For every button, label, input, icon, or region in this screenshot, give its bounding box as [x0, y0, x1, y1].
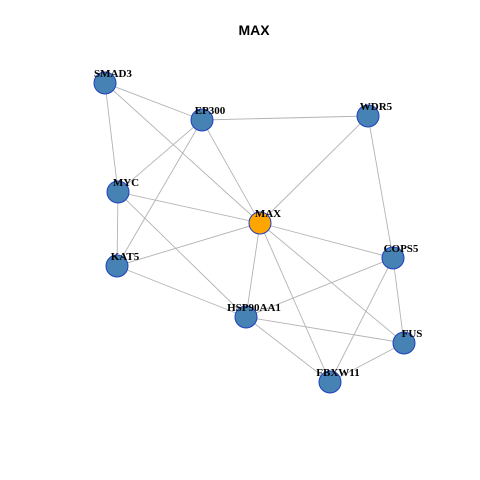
node-label-hsp90aa1: HSP90AA1 [227, 302, 281, 314]
edge-kat5-hsp90aa1 [116, 265, 247, 318]
edge-max-cops5 [259, 222, 394, 259]
node-fus[interactable] [392, 331, 416, 355]
edge-kat5-max [116, 222, 261, 267]
edge-ep300-max [201, 119, 261, 224]
node-label-smad3: SMAD3 [94, 68, 132, 80]
node-label-fbxw11: FBXW11 [316, 367, 359, 379]
edge-smad3-ep300 [104, 82, 203, 121]
edge-myc-hsp90aa1 [117, 191, 247, 318]
edge-myc-max [117, 191, 261, 224]
edge-hsp90aa1-fbxw11 [245, 316, 331, 383]
edge-ep300-kat5 [116, 119, 203, 267]
node-myc[interactable] [106, 180, 130, 204]
graph-title: MAX [238, 22, 270, 38]
edge-cops5-fbxw11 [329, 257, 394, 383]
edge-fus-fbxw11 [329, 342, 405, 383]
edge-hsp90aa1-fus [245, 316, 405, 344]
edge-ep300-wdr5 [201, 115, 369, 121]
node-wdr5[interactable] [356, 104, 380, 128]
edge-cops5-hsp90aa1 [245, 257, 394, 318]
node-label-kat5: KAT5 [111, 251, 140, 263]
node-label-fus: FUS [402, 328, 423, 340]
edge-wdr5-max [259, 115, 369, 224]
node-ep300[interactable] [190, 108, 214, 132]
node-label-max: MAX [255, 208, 281, 220]
node-label-cops5: COPS5 [384, 243, 419, 255]
edge-cops5-fus [392, 257, 405, 344]
node-kat5[interactable] [105, 254, 129, 278]
node-fbxw11[interactable] [318, 370, 342, 394]
node-smad3[interactable] [93, 71, 117, 95]
edge-max-hsp90aa1 [245, 222, 261, 318]
edge-layer [104, 82, 405, 383]
node-label-ep300: EP300 [195, 105, 226, 117]
node-hsp90aa1[interactable] [234, 305, 258, 329]
edge-smad3-myc [104, 82, 119, 193]
edge-wdr5-cops5 [367, 115, 394, 259]
node-cops5[interactable] [381, 246, 405, 270]
edge-myc-kat5 [116, 191, 119, 267]
edge-max-fbxw11 [259, 222, 331, 383]
node-label-myc: MYC [113, 177, 139, 189]
node-max[interactable] [248, 211, 272, 235]
node-label-wdr5: WDR5 [360, 101, 393, 113]
edge-max-fus [259, 222, 405, 344]
edge-ep300-myc [117, 119, 203, 193]
